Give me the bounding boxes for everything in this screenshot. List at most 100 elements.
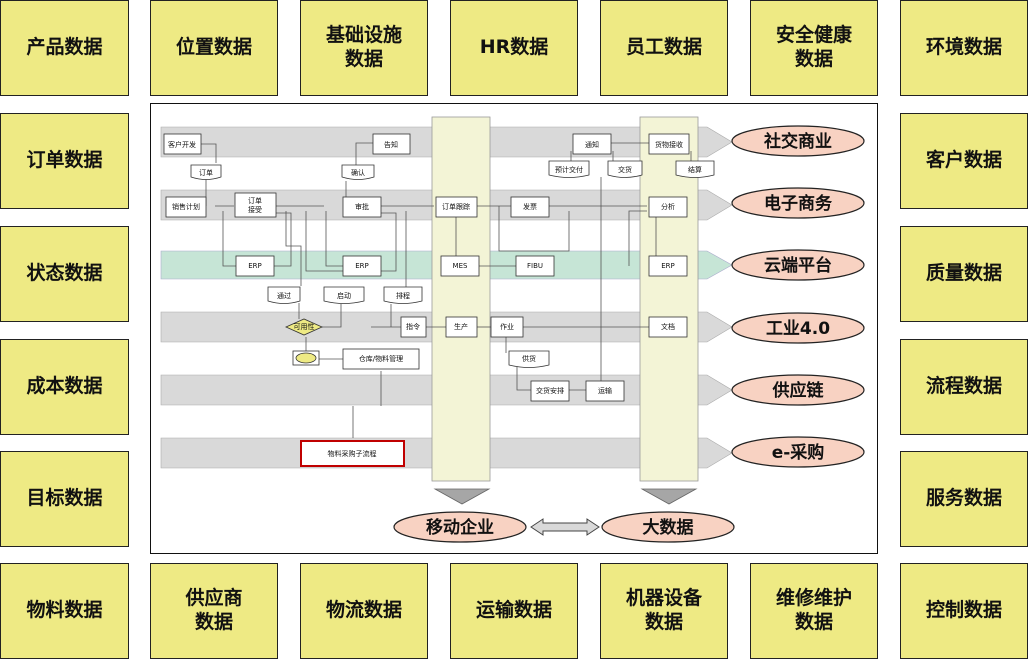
node-goods-receipt [648, 133, 690, 155]
tile-maintenance-data: 维修维护 数据 [750, 563, 878, 659]
node-mes-label: MES [453, 262, 468, 270]
node-invoice-label: 发票 [523, 202, 537, 211]
mobile-down-arrow [433, 488, 491, 505]
tile-safety-health-data: 安全健康 数据 [750, 0, 878, 96]
bigdata-down-arrow [640, 488, 698, 505]
lane-industry-ellipse [731, 312, 865, 344]
lane-ecommerce-ellipse [731, 187, 865, 219]
node-est-delivery [548, 160, 590, 178]
tile-environment-data: 环境数据 [900, 0, 1028, 96]
node-order-accept-label: 订单接受 [248, 196, 262, 214]
lane-eprocure-ellipse [731, 436, 865, 468]
lane-eprocure-label: e-采购 [772, 442, 825, 463]
node-production-label: 生产 [454, 322, 468, 331]
lane-industry-label: 工业4.0 [766, 319, 830, 339]
node-warehouse [342, 348, 420, 370]
node-goods-receipt-label: 货物接收 [655, 140, 683, 149]
tile-machine-data: 机器设备 数据 [600, 563, 728, 659]
mobile-enterprise-label: 移动企业 [426, 517, 494, 538]
lane-social-ellipse [731, 125, 865, 157]
node-invoice [510, 196, 550, 218]
process-panel: 客户开发 告知 通知 货物接收 订单 确认 预计交付 交货 结算 销售计划 订单… [150, 103, 878, 554]
node-availability-label: 可用性 [294, 322, 315, 331]
node-analyze [648, 196, 688, 218]
node-sales-plan [165, 196, 207, 218]
node-sales-plan-label: 销售计划 [172, 202, 200, 211]
node-supply-label: 供货 [522, 354, 536, 363]
node-delivery-label: 交货 [618, 165, 632, 174]
node-settle [675, 160, 715, 178]
node-operation-label: 作业 [500, 322, 514, 331]
tile-material-data: 物料数据 [0, 563, 129, 659]
node-schedule [383, 286, 423, 304]
tile-customer-data: 客户数据 [900, 113, 1028, 209]
node-order-track-label: 订单跟踪 [442, 202, 470, 211]
tile-service-data: 服务数据 [900, 451, 1028, 547]
node-settle-label: 结算 [688, 165, 702, 174]
node-notify2 [572, 133, 612, 155]
tile-employee-data: 员工数据 [600, 0, 728, 96]
mobile-enterprise-ellipse [393, 511, 527, 543]
node-approve-label: 审批 [355, 202, 369, 211]
tile-logistics-data: 物流数据 [300, 563, 428, 659]
mobile-column [431, 116, 491, 482]
node-customer-dev-label: 客户开发 [168, 140, 196, 149]
double-arrow-icon [530, 518, 600, 536]
lane-ecommerce-label: 电子商务 [764, 193, 833, 214]
node-schedule-label: 排程 [396, 291, 410, 300]
lane-cloud-label: 云端平台 [764, 255, 832, 276]
node-fibu [515, 255, 555, 277]
tile-infrastructure-data: 基础设施 数据 [300, 0, 428, 96]
node-purchase-sub [300, 440, 405, 467]
node-erp2 [342, 255, 382, 277]
node-analyze-label: 分析 [661, 202, 675, 211]
tile-hr-data: HR数据 [450, 0, 578, 96]
node-order [190, 164, 222, 180]
tile-order-data: 订单数据 [0, 113, 129, 209]
node-mes [440, 255, 480, 277]
tile-cost-data: 成本数据 [0, 339, 129, 435]
node-supply [508, 350, 550, 368]
node-erp1 [235, 255, 275, 277]
node-confirm-label: 确认 [351, 168, 365, 177]
tile-location-data: 位置数据 [150, 0, 278, 96]
bigdata-column [639, 116, 699, 482]
lane-social-label: 社交商业 [763, 131, 832, 152]
lane-supply-label: 供应链 [772, 380, 825, 401]
tile-quality-data: 质量数据 [900, 226, 1028, 322]
tile-transport-data: 运输数据 [450, 563, 578, 659]
node-erp3-label: ERP [661, 262, 675, 270]
node-delivery-arrange [530, 380, 570, 402]
node-transport [585, 380, 625, 402]
node-production [445, 316, 478, 338]
tile-status-data: 状态数据 [0, 226, 129, 322]
node-confirm [341, 164, 375, 180]
node-notify1-label: 告知 [384, 140, 398, 149]
tile-target-data: 目标数据 [0, 451, 129, 547]
node-erp2-label: ERP [355, 262, 369, 270]
process-diagram: 客户开发 告知 通知 货物接收 订单 确认 预计交付 交货 结算 销售计划 订单… [160, 116, 865, 543]
node-instruction-label: 指令 [406, 322, 420, 331]
node-notify2-label: 通知 [585, 140, 599, 149]
lane-supply-ellipse [731, 374, 865, 406]
node-pass [267, 286, 301, 304]
tile-control-data: 控制数据 [900, 563, 1028, 659]
node-erp1-label: ERP [248, 262, 262, 270]
node-instruction [400, 316, 427, 338]
node-document [648, 316, 688, 338]
node-operation [490, 316, 524, 338]
tile-supplier-data: 供应商 数据 [150, 563, 278, 659]
node-notify1 [372, 133, 411, 155]
node-start-label: 启动 [337, 291, 351, 300]
node-transport-label: 运输 [598, 386, 612, 395]
node-delivery [607, 160, 643, 178]
node-order-accept [234, 192, 277, 218]
node-approve [342, 196, 382, 218]
connectors [201, 142, 692, 438]
node-customer-dev [163, 133, 202, 155]
node-warehouse-label: 仓库/物料管理 [359, 354, 403, 363]
big-data-ellipse [601, 511, 735, 543]
node-order-accept-line2: 接受 [248, 205, 262, 214]
tile-product-data: 产品数据 [0, 0, 129, 96]
node-start [323, 286, 365, 304]
